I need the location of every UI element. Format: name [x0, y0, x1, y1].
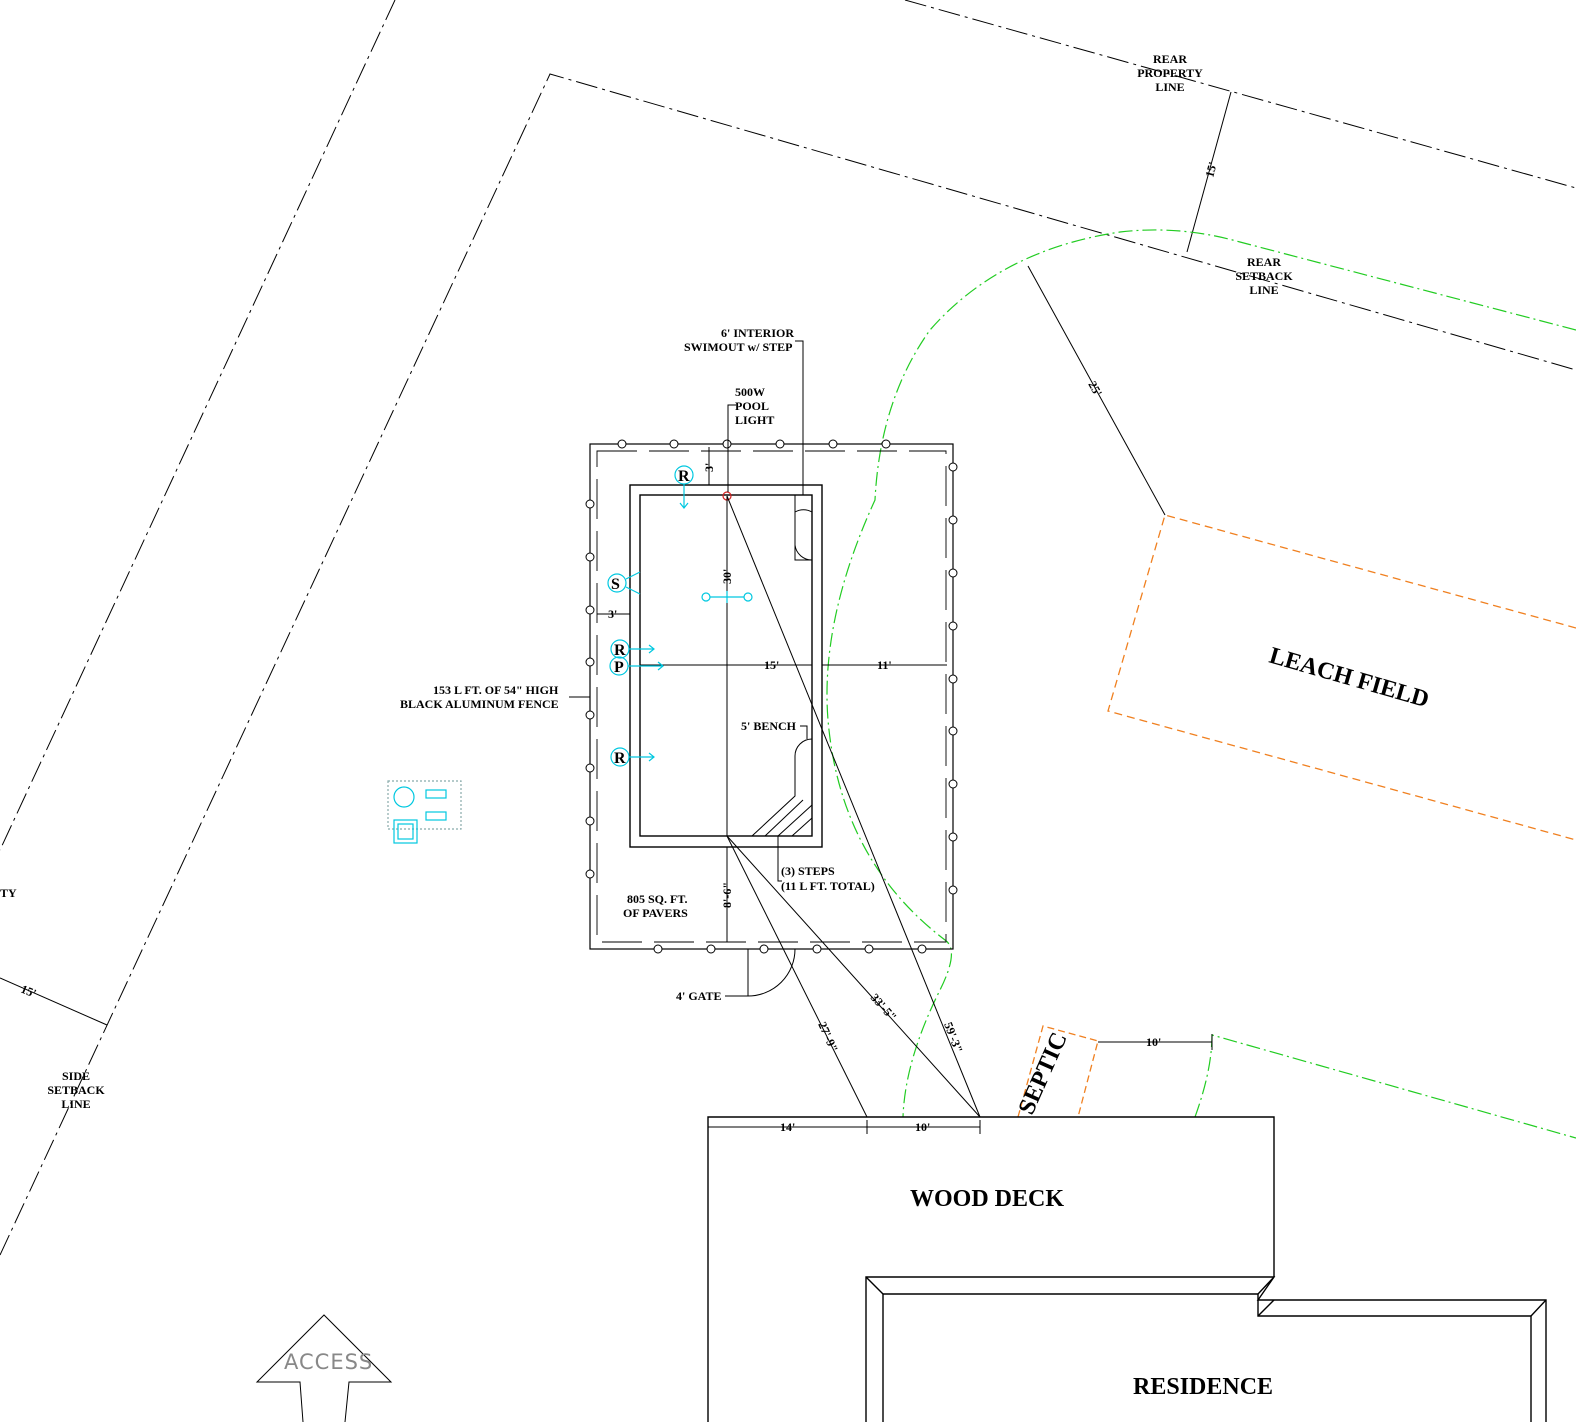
side-setback-label: SIDE SETBACK LINE [47, 1069, 105, 1111]
deck-10-value: 10' [915, 1120, 930, 1134]
bottom-clear-value: 8'-6" [720, 882, 734, 908]
gate-label: 4' GATE [676, 989, 721, 1003]
svg-text:PROPERTY: PROPERTY [1137, 66, 1203, 80]
diag-3-value: 59'-3" [941, 1020, 966, 1055]
rear-setback-dimension: 15' [1186, 91, 1232, 253]
deck-14-value: 14' [780, 1120, 795, 1134]
residence [865, 1276, 1547, 1422]
svg-text:SETBACK: SETBACK [1235, 269, 1293, 283]
steps-line-1: (3) STEPS [781, 864, 835, 878]
diag-2-value: 33'-5" [868, 991, 900, 1024]
svg-text:LINE: LINE [1249, 283, 1278, 297]
swimout-line-1: 6' INTERIOR [721, 326, 794, 340]
property-lines [0, 0, 1576, 1256]
svg-text:SIDE: SIDE [62, 1069, 90, 1083]
setback-line [0, 73, 1576, 1256]
septic-label: SEPTIC [1014, 1029, 1073, 1119]
gate: 4' GATE [676, 948, 796, 1003]
pool-light-line-1: 500W [735, 385, 765, 399]
pavers-line-1: 805 SQ. FT. [627, 892, 687, 906]
skimmer-symbol: S [611, 576, 620, 593]
fence-line-1: 153 L FT. OF 54" HIGH [433, 683, 559, 697]
top-clear-value: 3' [702, 463, 716, 472]
residence-label: RESIDENCE [1133, 1374, 1273, 1400]
equipment-pad [387, 780, 462, 844]
equipment-symbols [607, 465, 753, 767]
fence-line-2: BLACK ALUMINUM FENCE [400, 697, 559, 711]
swimout [794, 495, 813, 561]
right-clear-value: 11' [877, 658, 892, 672]
diag-1-value: 27'-9" [815, 1020, 841, 1055]
pool-light-line-3: LIGHT [735, 413, 774, 427]
leach-field: 25' LEACH FIELD [1027, 265, 1576, 841]
steps-line-2: (11 L FT. TOTAL) [781, 879, 875, 893]
annotation-leaders [569, 340, 808, 882]
side-property-line [0, 0, 396, 851]
access-arrow: ACCESS [255, 1314, 393, 1422]
bench-label: 5' BENCH [741, 719, 797, 733]
left-clear-value: 3' [608, 607, 617, 621]
leach-offset-value: 25' [1085, 379, 1105, 399]
side-property-label-fragment: TY [0, 886, 17, 900]
pool-dimension-lines [597, 447, 981, 1118]
rear-setback-label: REAR SETBACK LINE [1235, 255, 1293, 297]
side-setback-dimension: 15' [0, 977, 108, 1026]
rear-property-label: REAR PROPERTY LINE [1137, 52, 1203, 94]
pool-width-value: 15' [764, 658, 779, 672]
fence-posts [585, 439, 958, 954]
leach-offset-dimension [1027, 265, 1166, 516]
pool-length-value: 30' [720, 569, 734, 584]
swimout-line-2: SWIMOUT w/ STEP [684, 340, 792, 354]
svg-text:LINE: LINE [61, 1097, 90, 1111]
pump-symbol: P [614, 659, 624, 676]
svg-text:REAR: REAR [1247, 255, 1281, 269]
pool-light-line-2: POOL [735, 399, 769, 413]
access-label: ACCESS [284, 1350, 373, 1374]
pavers-line-2: OF PAVERS [623, 906, 688, 920]
septic-tank: SEPTIC 10' [1014, 1025, 1213, 1119]
return-symbol-bottom: R [614, 750, 626, 767]
side-setback-value: 15' [19, 982, 38, 1001]
svg-text:REAR: REAR [1153, 52, 1187, 66]
return-symbol-mid: R [614, 642, 626, 659]
wood-deck: 14' 10' WOOD DECK [707, 1116, 1275, 1422]
septic-offset-value: 10' [1146, 1035, 1161, 1049]
green-boundary [826, 229, 1576, 1139]
svg-text:LINE: LINE [1155, 80, 1184, 94]
leach-field-label: LEACH FIELD [1266, 643, 1431, 713]
pool-fence [589, 443, 954, 950]
svg-text:SETBACK: SETBACK [47, 1083, 105, 1097]
return-symbol-top: R [678, 468, 690, 485]
wood-deck-label: WOOD DECK [910, 1186, 1064, 1212]
rear-property-line [904, 0, 1576, 189]
rear-setback-value: 15' [1202, 160, 1219, 178]
bench-and-steps [751, 738, 813, 837]
